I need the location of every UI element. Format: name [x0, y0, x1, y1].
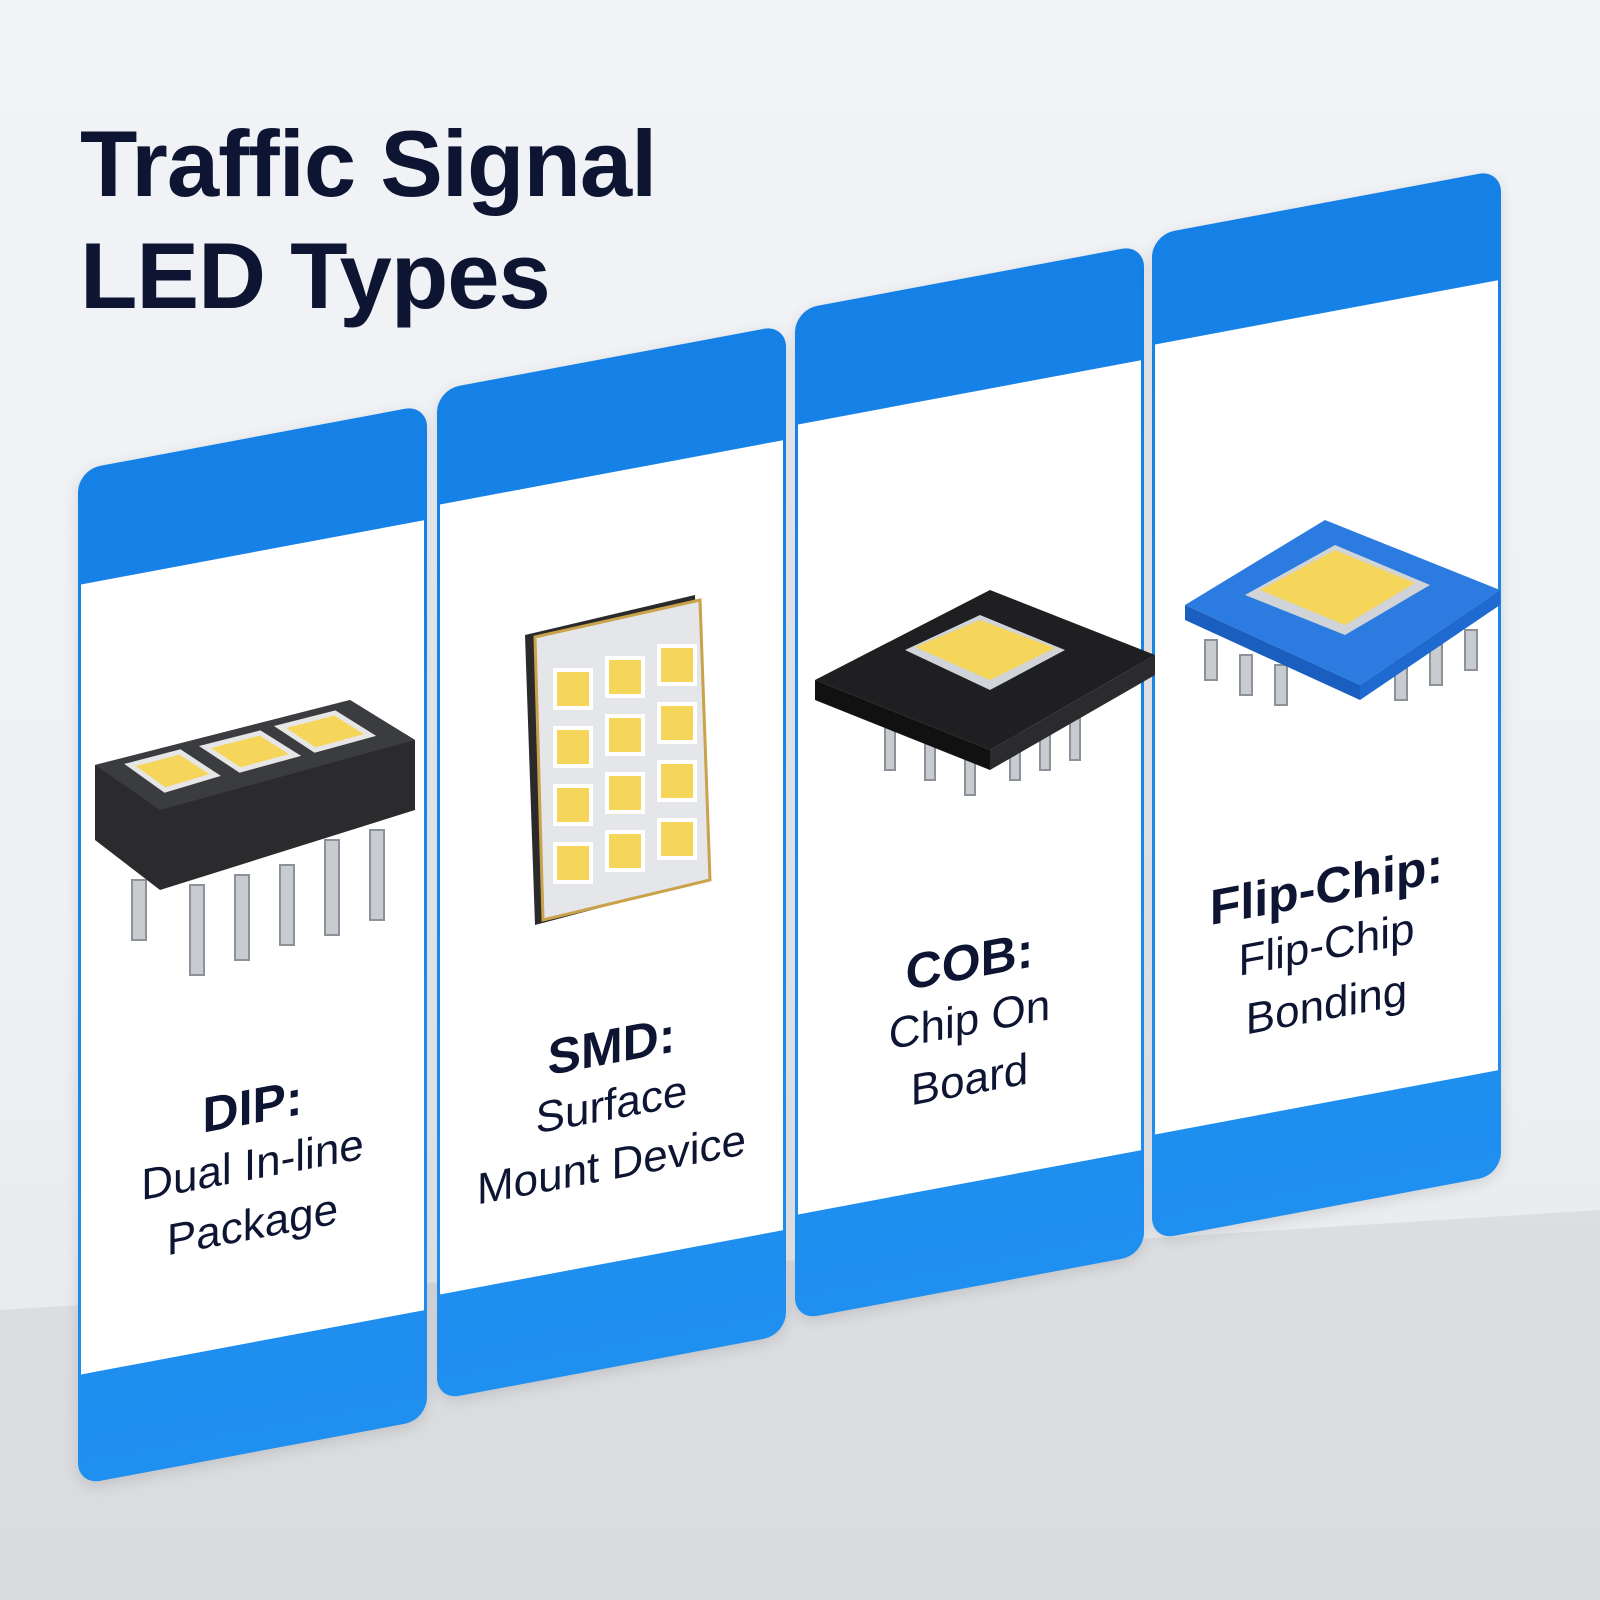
led-chip	[657, 644, 697, 686]
flip-chip-led-icon	[1185, 520, 1500, 706]
led-chip	[553, 668, 593, 710]
page-title: Traffic Signal LED Types	[80, 108, 657, 332]
led-chip	[605, 830, 645, 872]
led-chip	[553, 842, 593, 884]
led-chip	[605, 656, 645, 698]
led-chip	[657, 760, 697, 802]
smd-led-icon	[525, 595, 712, 925]
cob-led-icon	[815, 590, 1155, 796]
led-chip	[605, 714, 645, 756]
title-line-1: Traffic Signal	[80, 111, 657, 216]
led-chip	[657, 818, 697, 860]
title-line-2: LED Types	[80, 223, 551, 328]
led-chip	[553, 726, 593, 768]
led-chip	[657, 702, 697, 744]
led-chip	[553, 784, 593, 826]
dip-led-icon	[95, 700, 415, 976]
led-chip	[605, 772, 645, 814]
